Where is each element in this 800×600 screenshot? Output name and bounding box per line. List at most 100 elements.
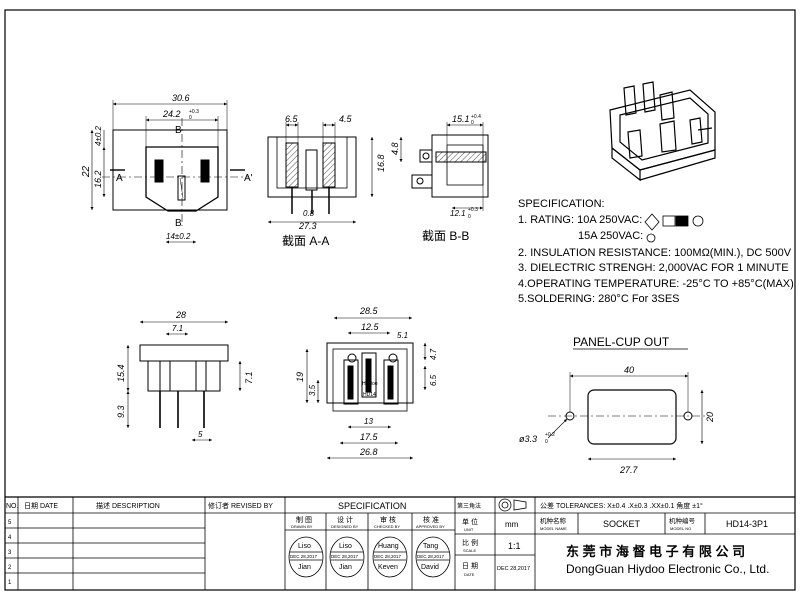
- tolerances: 公差 TOLERANCES: X±0.4 .X±0.3 .XX±0.1 角度 ±…: [540, 501, 703, 510]
- aa-d2: 4.5: [339, 114, 353, 124]
- rear-right-top: 5.1: [397, 331, 408, 340]
- model-no-value: HD14-3P1: [726, 519, 768, 529]
- bb-caption: 截面 B-B: [422, 229, 469, 243]
- unit-cn: 单 位: [462, 517, 478, 526]
- side-inner: 7.1: [172, 324, 183, 333]
- front-bottom-width: 14±0.2: [166, 232, 191, 241]
- front-top-offset: 4±0.2: [94, 125, 103, 146]
- stamp-designed-date: DEC 28,2017: [331, 554, 359, 559]
- spec-temperature: 4.OPERATING TEMPERATURE: -25°C TO +85°C(…: [518, 278, 794, 290]
- row-mark-2: 2: [8, 565, 12, 571]
- panel-hole-tol-dn: 0: [545, 439, 548, 445]
- side-right: 7.1: [244, 371, 254, 384]
- role-designed-en: DESIGNED BY: [331, 524, 359, 529]
- role-approved-cn: 核 准: [423, 515, 439, 524]
- scale-value: 1:1: [508, 541, 521, 551]
- date-value: DEC 28,2017: [497, 566, 530, 572]
- stamp-drawn-name2: Jian: [298, 564, 311, 571]
- col-spec: SPECIFICATION: [338, 501, 406, 511]
- ccc-mark-icon: [646, 233, 656, 243]
- side-view: [126, 320, 242, 442]
- front-view: [90, 100, 248, 244]
- panel-height: 20: [705, 412, 715, 423]
- rear-pin-span: 13: [364, 417, 373, 426]
- company-en: DongGuan Hiydoo Electronic Co., Ltd.: [566, 562, 769, 576]
- rear-right-mid: 4.7: [429, 348, 438, 360]
- aa-caption: 截面 A-A: [282, 234, 329, 248]
- scale-cn: 比 例: [462, 538, 478, 547]
- stamp-designed-name1: Liso: [339, 543, 352, 550]
- side-height: 15.4: [116, 364, 126, 382]
- row-mark-1: 1: [8, 580, 12, 586]
- bb-bottom-tol-up: +0.3: [468, 207, 478, 213]
- spec-heading: SPECIFICATION:: [518, 198, 605, 210]
- stamp-drawn-date: DEC 28,2017: [290, 554, 318, 559]
- spec-insulation: 2. INSULATION RESISTANCE: 100MΩ(MIN.), D…: [518, 247, 792, 259]
- panel-hole: ø3.3: [519, 434, 537, 444]
- col-no: NO.: [6, 503, 19, 510]
- row-mark-5: 5: [8, 520, 12, 526]
- bb-top: 15.1: [452, 114, 470, 124]
- stamp-checked: [372, 536, 408, 578]
- enec-mark-icon: [675, 215, 689, 227]
- scale-en: SCALE: [463, 548, 476, 553]
- spec-soldering: 5.SOLDERING: 280°C For 3SES: [518, 293, 680, 305]
- stamp-designed-name2: Jian: [339, 564, 352, 571]
- stamp-checked-name1: Huang: [378, 543, 399, 550]
- panel-cutout-title: PANEL-CUP OUT: [573, 335, 670, 349]
- ul-mark-icon: [662, 215, 676, 227]
- bb-top-tol-dn: 0: [471, 120, 474, 126]
- col-angle: 第三角法: [457, 502, 481, 510]
- role-designed-cn: 设 计: [337, 515, 353, 524]
- rear-view: [305, 316, 427, 460]
- aa-gap: 0.8: [303, 209, 315, 218]
- section-bb-view: [399, 122, 489, 211]
- rear-pin-outer: 17.5: [360, 432, 379, 442]
- model-no-cn: 机种编号: [669, 516, 696, 525]
- stamp-checked-date: DEC 28,2017: [374, 554, 402, 559]
- front-width-inner-tol-dn: 0: [189, 115, 192, 121]
- role-approved-en: APPROVED BY: [416, 524, 445, 529]
- stamp-approved: [415, 536, 451, 578]
- aa-height: 16.8: [376, 154, 386, 172]
- unit-value: mm: [505, 520, 519, 529]
- role-checked-en: CHECKED BY: [374, 524, 400, 529]
- col-date: 日期 DATE: [24, 502, 58, 510]
- model-name-value: SOCKET: [603, 519, 641, 529]
- isometric-view: [609, 81, 716, 182]
- front-height-overall: 22: [81, 165, 92, 178]
- front-height-inner: 16.2: [93, 170, 103, 188]
- front-section-a-right: A': [244, 173, 253, 184]
- company-cn: 东 莞 市 海 督 电 子 有 限 公 司: [566, 544, 745, 559]
- spec-rating-1: 1. RATING: 10A 250VAC:: [518, 214, 643, 226]
- stamp-approved-name2: David: [421, 564, 439, 571]
- side-pin-gap: 5: [198, 430, 203, 439]
- panel-inner: 27.7: [619, 465, 639, 475]
- date-en: DATE: [464, 572, 475, 577]
- section-aa-view: [267, 122, 374, 224]
- panel-hole-tol-up: +0.2: [545, 432, 555, 438]
- rear-base: 26.8: [359, 447, 378, 457]
- front-section-b-top: B: [175, 125, 182, 136]
- rear-brand: Hiydoo: [362, 381, 378, 387]
- rear-right-low: 6.5: [429, 374, 438, 386]
- model-name-cn: 机种名称: [540, 516, 567, 525]
- row-mark-3: 3: [8, 550, 12, 556]
- row-mark-4: 4: [8, 535, 12, 541]
- bb-top-tol-up: +0.4: [471, 114, 481, 120]
- model-name-en: MODEL NAME: [540, 526, 567, 531]
- side-pin-len: 9.3: [116, 405, 126, 418]
- bb-bottom: 12.1: [450, 209, 466, 218]
- front-width-inner-tol-up: +0.3: [189, 109, 199, 115]
- front-width-overall: 30.6: [172, 93, 190, 103]
- rear-width: 28.5: [359, 306, 379, 316]
- third-angle-symbol-icon: [501, 501, 509, 509]
- unit-en: UNIT: [464, 527, 474, 532]
- certification-marks: [644, 213, 704, 243]
- stamp-designed: [329, 536, 365, 578]
- panel-width: 40: [624, 365, 634, 375]
- sheet-frame: [4, 9, 796, 591]
- stamp-approved-date: DEC 28,2017: [417, 554, 445, 559]
- stamp-drawn-name1: Liso: [298, 543, 311, 550]
- rear-inner: 12.5: [361, 322, 380, 332]
